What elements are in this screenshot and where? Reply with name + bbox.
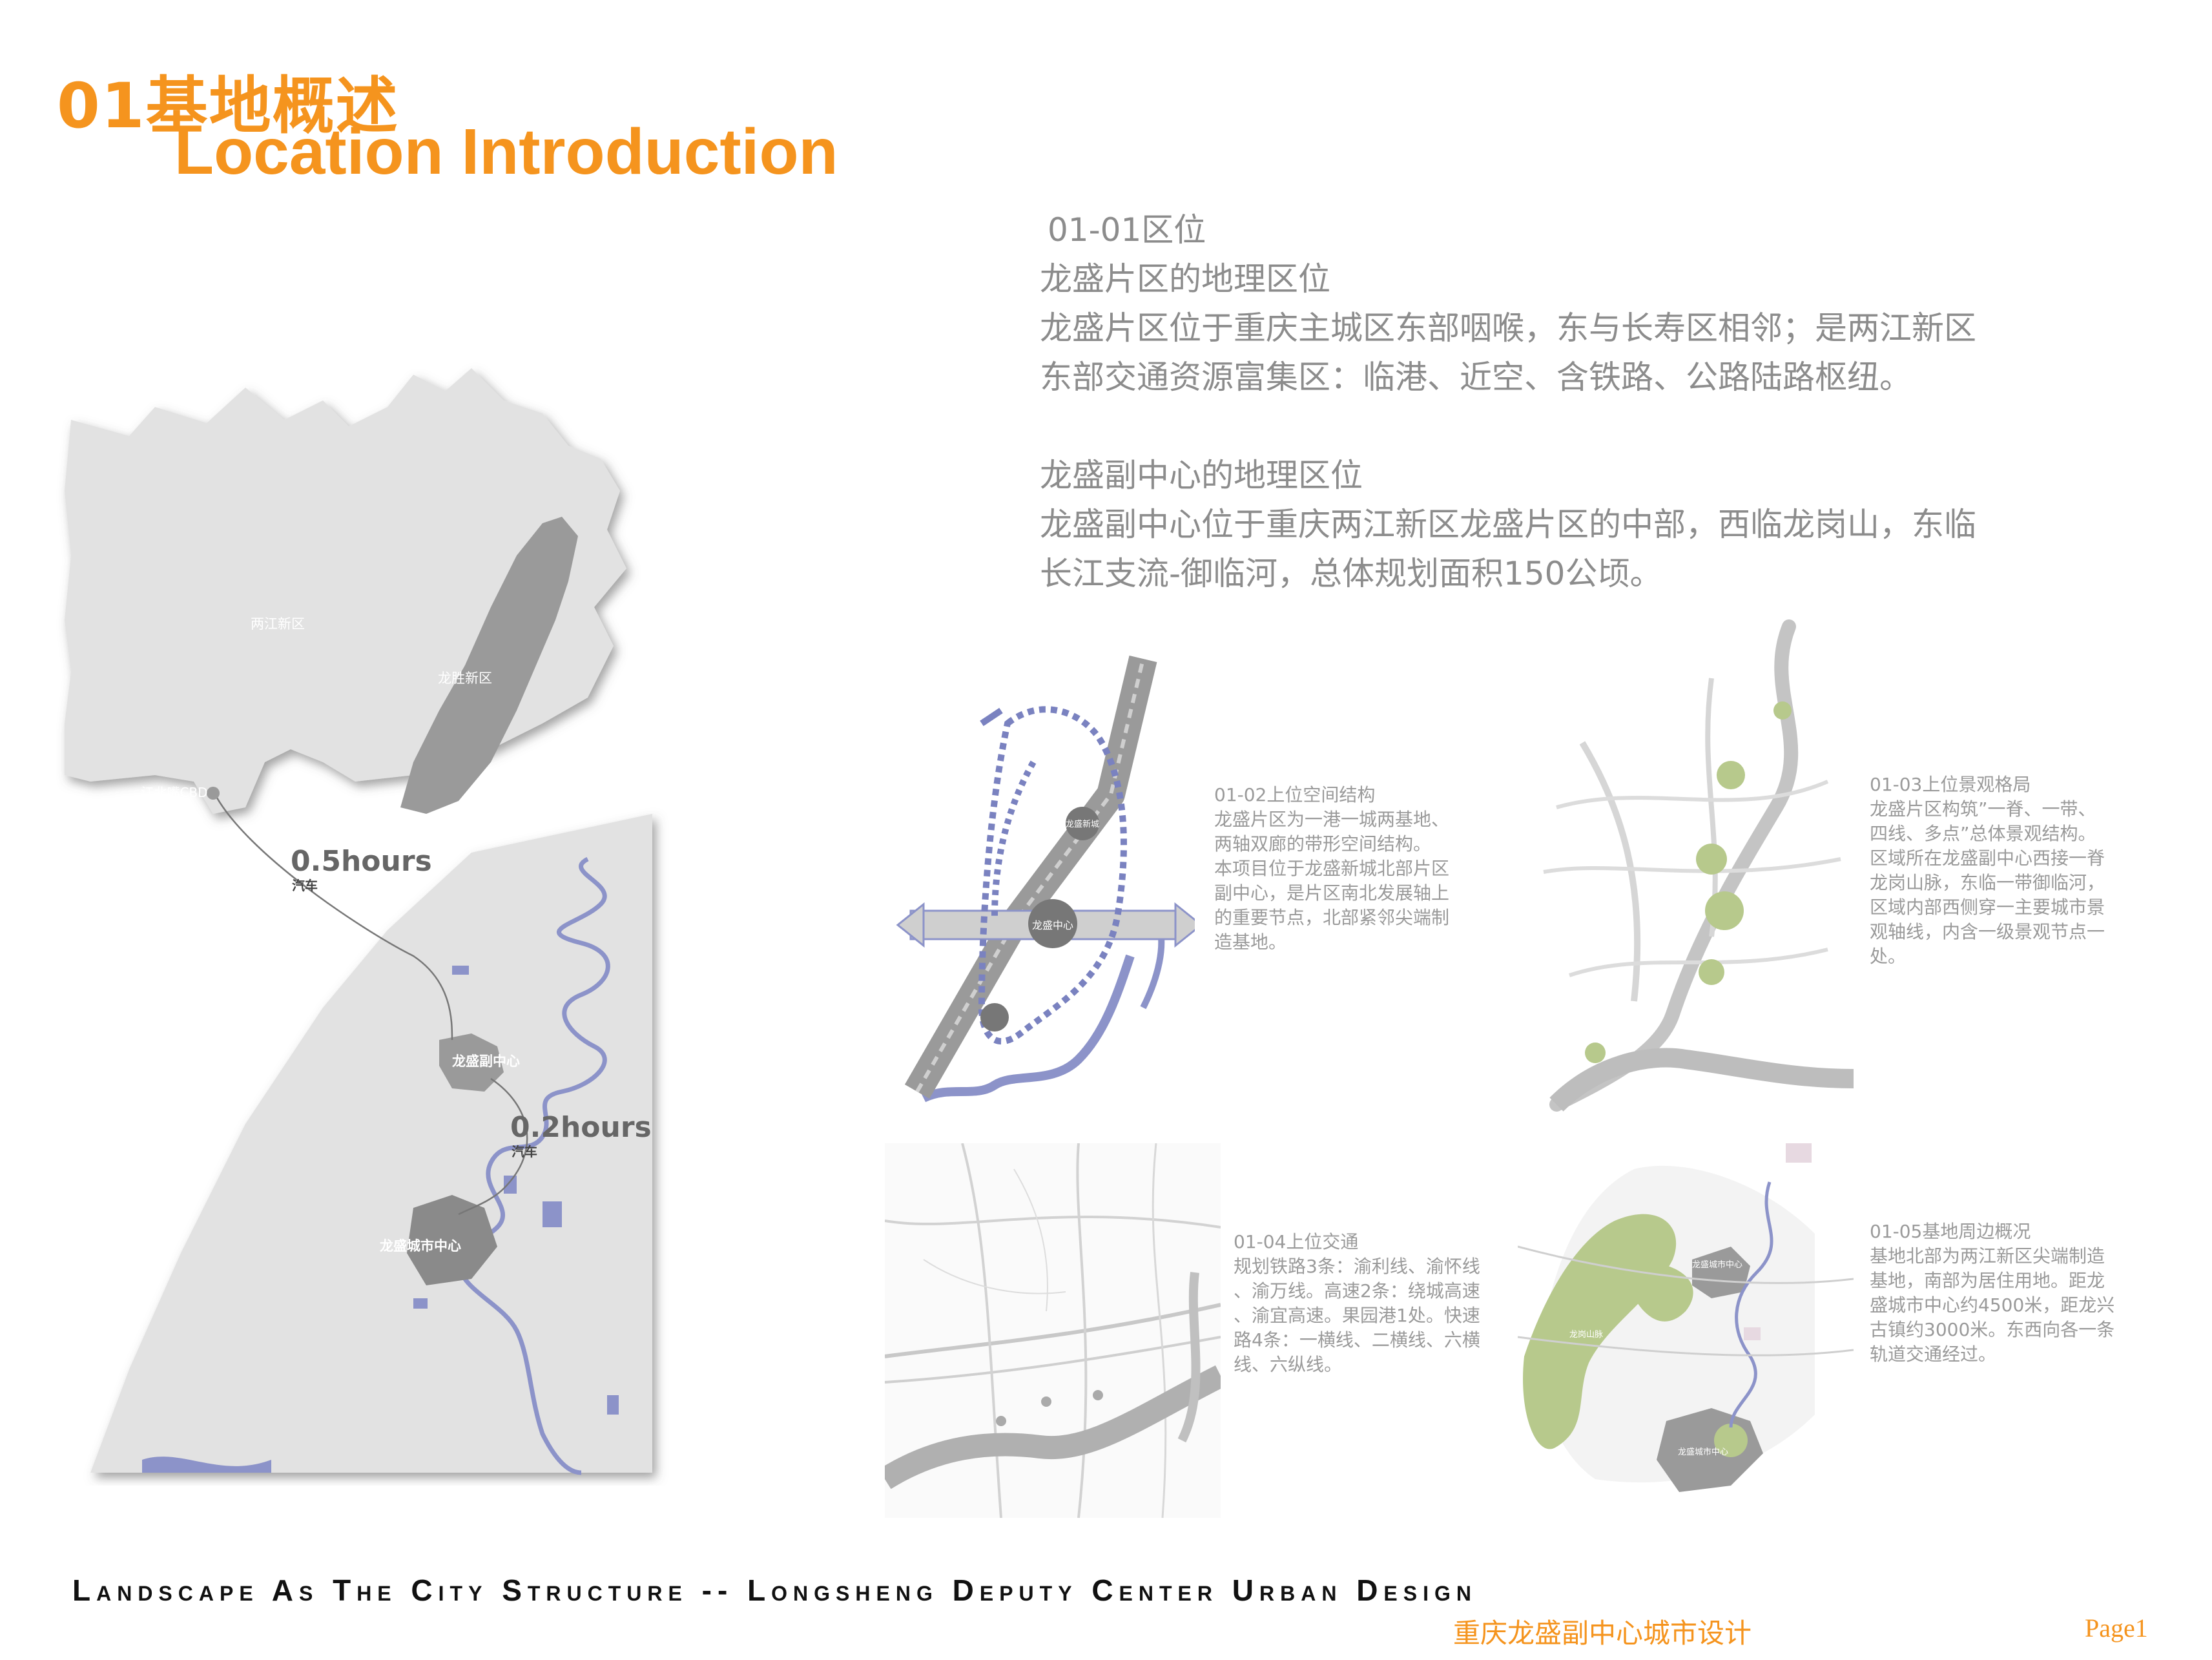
label-mode1: 汽车 [292,878,318,893]
caption-03-line: 龙盛片区构筑”一脊、一带、 [1870,798,2096,820]
longsheng-strip [90,814,652,1473]
intro-p2-line1: 龙盛副中心位于重庆两江新区龙盛片区的中部，西临龙岗山，东临 [1040,506,1976,543]
intro-p1-line2: 东部交通资源富集区：临港、近空、含铁路、公路陆路枢纽。 [1040,358,1912,396]
caption-03-line: 处。 [1870,946,1907,967]
caption-02: 01-02上位空间结构 龙盛片区为一港一城两基地、 两轴双廊的带形空间结构。 本… [1214,783,1449,955]
caption-05: 01-05基地周边概况 基地北部为两江新区尖端制造 基地，南部为居住用地。距龙 … [1870,1219,2114,1367]
caption-04-title: 01-04上位交通 [1234,1231,1359,1252]
caption-05-line: 基地，南部为居住用地。距龙 [1870,1270,2105,1291]
section-label: 01-01区位 [1048,211,1206,249]
caption-05-line: 基地北部为两江新区尖端制造 [1870,1245,2105,1267]
page-title-en: Location Introduction [174,116,838,188]
label-longsheng-new: 龙胜新区 [438,670,492,686]
travel-route [213,793,528,1216]
intro-p2-heading: 龙盛副中心的地理区位 [1040,457,1363,494]
map-traffic [885,1143,1221,1518]
main-location-map: 两江新区 龙胜新区 江北嘴CBD 0.5hours 汽车 龙盛副中心 0.2ho… [65,368,652,1475]
label-mode2: 汽车 [512,1144,537,1159]
caption-02-line: 的重要节点，北部紧邻尖端制 [1214,907,1450,928]
caption-04-line: 、渝万线。高速2条：绕城高速 [1234,1280,1480,1302]
longsheng-new-region [400,517,578,814]
caption-02-title: 01-02上位空间结构 [1214,784,1376,805]
caption-03-line: 观轴线，内含一级景观节点一 [1870,921,2105,942]
caption-05-line: 轨道交通经过。 [1870,1344,1997,1365]
label-deputy: 龙盛城市中心 [1692,1260,1742,1270]
page-title-cn: 01基地概述 [57,70,399,142]
node-north-label: 龙盛新城 [1066,819,1099,829]
caption-04-line: 、渝宜高速。果园港1处。快速 [1234,1305,1480,1326]
caption-05-line: 盛城市中心约4500米，距龙兴 [1870,1294,2115,1316]
caption-04-line: 线、六纵线。 [1234,1354,1343,1375]
city-center-shape [407,1195,497,1285]
caption-03-line: 四线、多点”总体景观结构。 [1870,823,2096,844]
caption-04-line: 规划铁路3条：渝利线、渝怀线 [1234,1256,1480,1277]
caption-03-title: 01-03上位景观格局 [1870,774,2031,795]
label-deputy-center: 龙盛副中心 [452,1053,520,1069]
map-surroundings: 龙岗山脉 龙盛城市中心 龙盛城市中心 [1518,1143,1854,1492]
intro-text: 01-01区位 龙盛片区的地理区位 龙盛片区位于重庆主城区东部咽喉，东与长寿区相… [1040,205,2176,598]
caption-04-line: 路4条：一横线、二横线、六横 [1234,1329,1480,1351]
map-landscape-pattern [1543,619,1854,1112]
label-liangjiang: 两江新区 [251,616,305,632]
label-time1: 0.5hours [291,845,432,878]
caption-04: 01-04上位交通 规划铁路3条：渝利线、渝怀线 、渝万线。高速2条：绕城高速 … [1234,1230,1480,1377]
caption-05-line: 古镇约3000米。东西向各一条 [1870,1319,2115,1340]
intro-p1-line1: 龙盛片区位于重庆主城区东部咽喉，东与长寿区相邻；是两江新区 [1040,309,1976,347]
caption-02-line: 龙盛片区为一港一城两基地、 [1214,809,1450,830]
intro-p2-line2: 长江支流-御临河，总体规划面积150公顷。 [1040,555,1662,592]
label-time2: 0.2hours [510,1111,652,1144]
caption-03-line: 区域所在龙盛副中心西接一脊 [1870,847,2105,869]
caption-02-line: 两轴双廊的带形空间结构。 [1214,833,1432,855]
caption-02-line: 造基地。 [1214,931,1287,953]
caption-05-title: 01-05基地周边概况 [1870,1221,2031,1242]
label-city-center: 龙盛城市中心 [380,1238,461,1254]
caption-03: 01-03上位景观格局 龙盛片区构筑”一脊、一带、 四线、多点”总体景观结构。 … [1870,773,2105,969]
label-city: 龙盛城市中心 [1678,1447,1728,1457]
caption-03-line: 龙岗山脉，东临一带御临河， [1870,872,2105,893]
label-mountain: 龙岗山脉 [1569,1330,1603,1340]
footer-title-en: Landscape As The City Structure -- Longs… [72,1573,1478,1607]
caption-03-line: 区域内部西侧穿一主要城市景 [1870,897,2105,918]
deputy-center-shape [439,1033,504,1092]
footer-title-cn: 重庆龙盛副中心城市设计 [1453,1617,1752,1649]
page-number: Page1 [2085,1613,2148,1643]
map-spatial-structure: 龙盛中心 龙盛新城 [896,655,1195,1103]
label-cbd: 江北嘴CBD [141,785,207,800]
caption-02-line: 本项目位于龙盛新城北部片区 [1214,858,1450,879]
yulin-river [455,856,610,1475]
node-center-label: 龙盛中心 [1032,919,1073,931]
caption-02-line: 副中心，是片区南北发展轴上 [1214,882,1450,904]
intro-p1-heading: 龙盛片区的地理区位 [1040,260,1330,298]
